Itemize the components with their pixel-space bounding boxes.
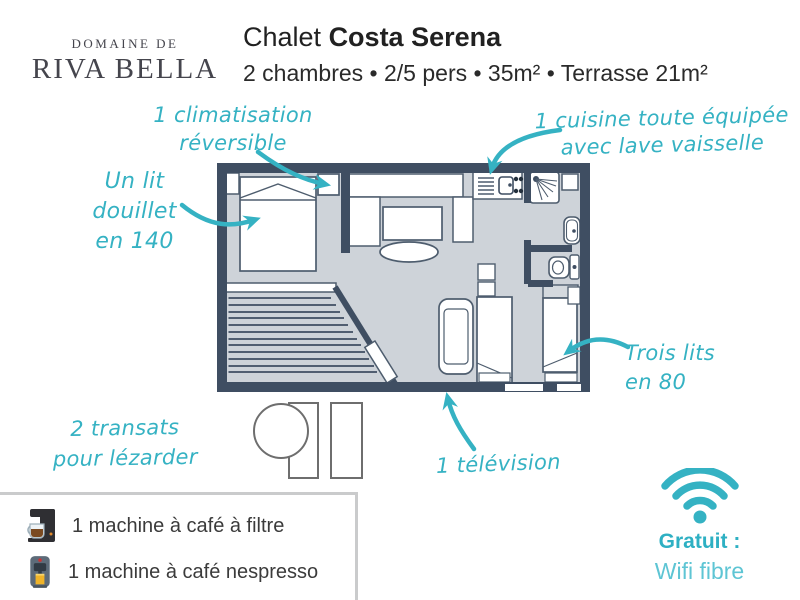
wifi-title: Gratuit :: [658, 530, 741, 553]
arrow-climatisation: [255, 149, 332, 190]
sun-loungers: [253, 402, 363, 479]
annotation-transats: 2 transats pour lézarder: [52, 415, 198, 472]
double-bed: [239, 176, 317, 272]
equipment-row: 1 machine à café nespresso: [25, 553, 355, 591]
brand-name-top: DOMAINE DE: [71, 36, 179, 51]
brand-logo: DOMAINE DE RIVA BELLA: [25, 36, 225, 86]
terrace-door: [363, 339, 399, 385]
shower: [529, 171, 560, 204]
title-prefix: Chalet: [243, 22, 322, 52]
equipment-label: 1 machine à café nespresso: [68, 560, 319, 583]
single-bed-1: [476, 263, 513, 384]
kitchen-hob: [513, 176, 524, 194]
coffee-table: [379, 241, 439, 263]
kitchen-counter: [348, 173, 474, 247]
equipment-label: 1 machine à café à filtre: [72, 514, 285, 537]
entrance-door: [505, 384, 543, 391]
outer-wall: [217, 163, 590, 392]
wifi-block: Gratuit : Wifi fibre: [627, 466, 772, 585]
dishwasher: [478, 177, 494, 195]
nespresso-machine-icon: [30, 556, 50, 588]
terrace-deck: [228, 297, 377, 373]
wifi-icon: [660, 466, 739, 524]
arrow-television: [442, 391, 477, 452]
filter-coffee-machine-icon: [27, 509, 55, 542]
sun-lounger-2: [330, 402, 363, 479]
arrow-trois-lits: [563, 337, 631, 356]
title-name: Costa Serena: [328, 22, 502, 52]
annotation-trois-lits: Trois lits en 80: [625, 341, 715, 394]
washbasin: [563, 216, 581, 245]
partition-walls: [341, 173, 572, 287]
sofa: [438, 298, 474, 375]
toilet: [548, 254, 580, 280]
equipment-box: 1 machine à café à filtre 1 machine à ca…: [0, 492, 358, 600]
patio-table: [253, 403, 309, 459]
kitchen-sink: [498, 176, 514, 195]
brand-name-bottom: RIVA BELLA: [31, 53, 219, 85]
equipment-row: 1 machine à café à filtre: [25, 507, 355, 545]
header: Chalet Costa Serena 2 chambres • 2/5 per…: [243, 22, 708, 87]
wardrobe: [225, 172, 240, 195]
arrow-cuisine: [487, 127, 563, 175]
nightstand: [567, 286, 581, 305]
annotation-climatisation: 1 climatisation réversible: [153, 103, 313, 155]
bedroom-window: [557, 384, 581, 391]
annotation-television: 1 télévision: [435, 449, 562, 478]
annotation-lit-double: Un lit douillet en 140: [92, 169, 177, 254]
kitchen-block: [472, 171, 524, 200]
single-bed-2: [542, 284, 581, 383]
arrow-lit: [179, 202, 261, 231]
page-subtitle: 2 chambres • 2/5 pers • 35m² • Terrasse …: [243, 60, 708, 86]
bathroom-shelf: [561, 173, 579, 191]
terrace-bay-window: [217, 282, 337, 293]
annotation-arrows: [179, 127, 631, 452]
tv-unit: [382, 206, 443, 241]
wifi-subtitle: Wifi fibre: [654, 558, 745, 584]
annotation-cuisine: 1 cuisine toute équipée avec lave vaisse…: [534, 102, 789, 160]
page-title: Chalet Costa Serena: [243, 22, 708, 53]
